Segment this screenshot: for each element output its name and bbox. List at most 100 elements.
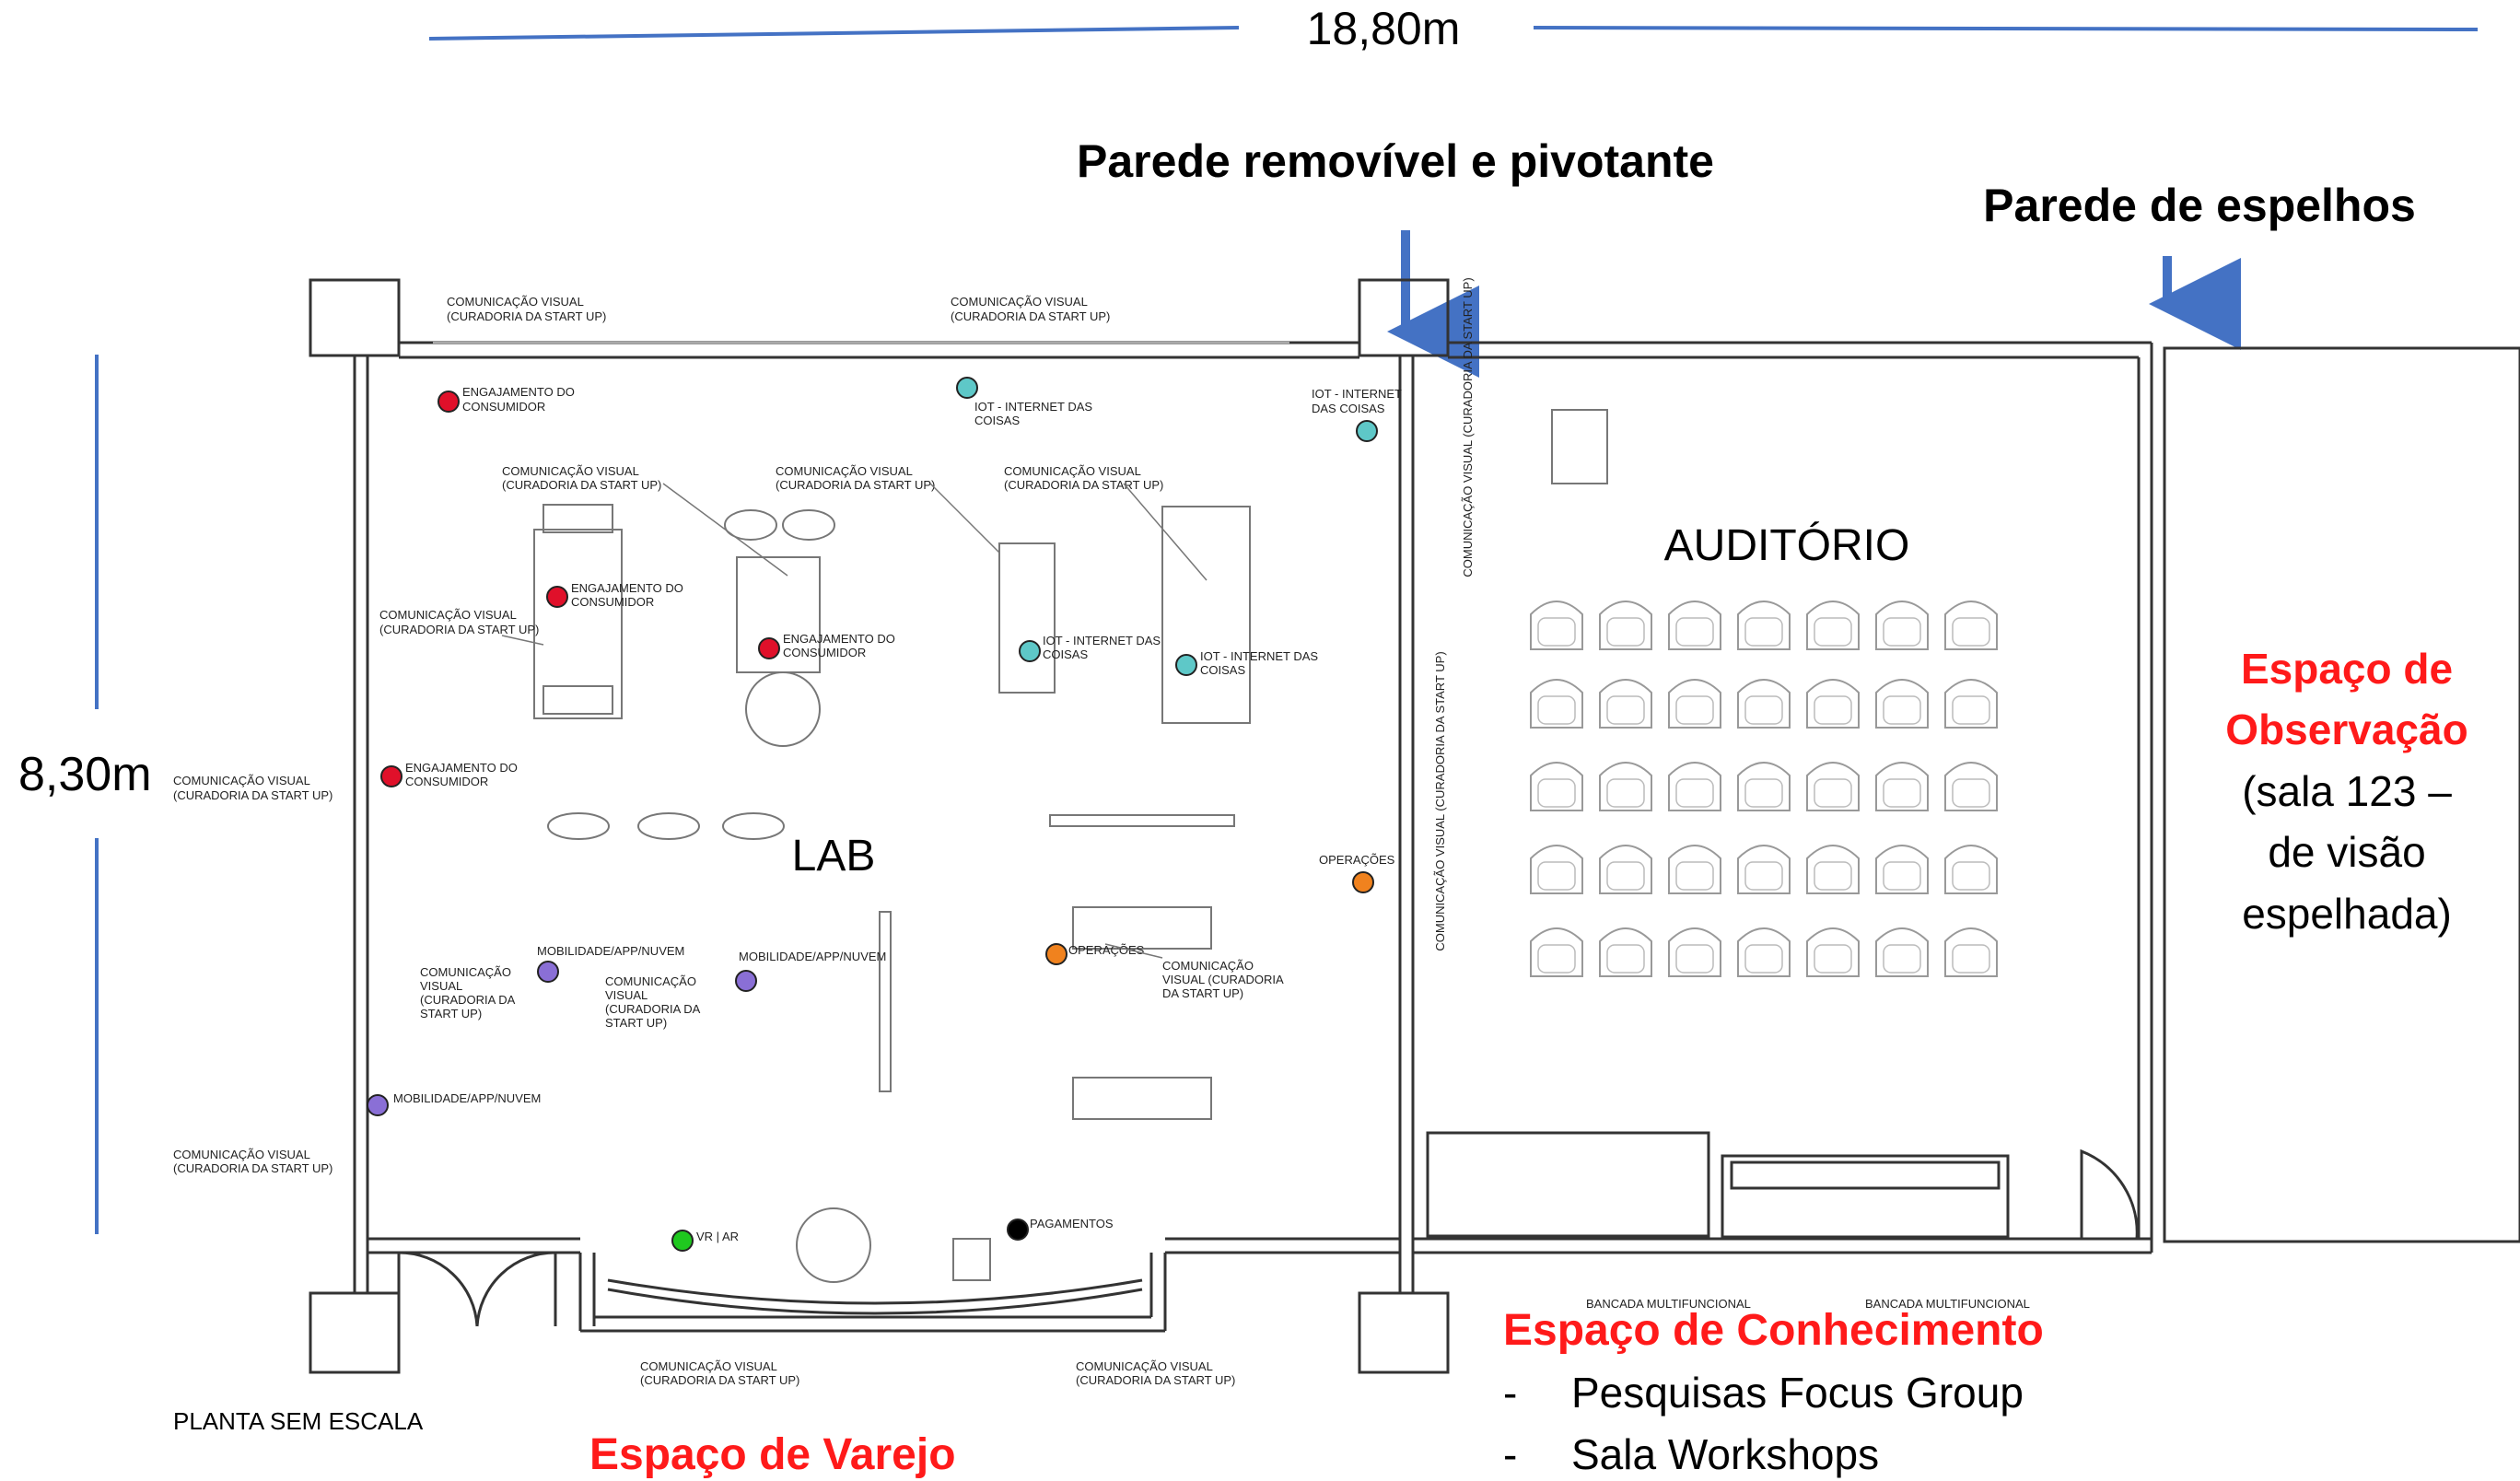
auditorium-chair-icon [1530,601,1583,650]
auditorium-chair-icon [1737,845,1791,894]
annotation-label: (CURADORIA DA START UP) [173,1161,332,1175]
auditorium-chair-icon [1875,762,1929,811]
annotation-label: MOBILIDADE/APP/NUVEM [393,1091,541,1105]
engajamento-marker-icon [758,637,780,659]
annotation-label: ENGAJAMENTO DO [462,385,575,399]
auditorium-chair-seat [1883,617,1921,647]
annotation-label: START UP) [420,1007,482,1020]
auditorium-chair-seat [1744,944,1783,974]
auditorium-chair-icon [1806,927,1860,977]
annotation-label: COMUNICAÇÃO VISUAL [1004,464,1141,478]
auditorium-chair-icon [1944,927,1998,977]
auditorium-chair-seat [1537,778,1576,808]
conhecimento-title: Espaço de Conhecimento [1503,1306,2044,1355]
annotation-label: ENGAJAMENTO DO [783,632,895,646]
conhecimento-bullet: - [1503,1430,1517,1478]
annotation-label: OPERAÇÕES [1068,943,1145,957]
observacao-title-line1: Espaço de [2241,645,2453,693]
annotation-label: (CURADORIA DA START UP) [1004,478,1163,492]
auditorium-chair-seat [1537,617,1576,647]
auditorium-chair-icon [1530,679,1583,729]
auditorium-chair-seat [1675,778,1714,808]
annotation-label: DA START UP) [1162,986,1243,1000]
removable-wall-callout: Parede removível e pivotante [1077,135,1714,378]
annotation-label: COMUNICAÇÃO VISUAL [1076,1359,1213,1373]
auditorium-chair-seat [1675,861,1714,891]
iot-marker-icon [1175,654,1197,676]
auditorium-chair-seat [1606,695,1645,725]
width-dimension: 18,80m [428,3,2479,54]
auditorium-chair-seat [1883,944,1921,974]
auditorium-seating [1530,601,1998,977]
annotation-label: COMUNICAÇÃO VISUAL [776,464,913,478]
auditorium-chair-seat [1814,695,1852,725]
annotation-label: (CURADORIA DA START UP) [776,478,935,492]
observacao-desc-line1: (sala 123 – [2242,767,2452,815]
annotation-label: COISAS [974,414,1020,427]
auditorium-chair-seat [1952,695,1990,725]
auditorium-chair-icon [1530,845,1583,894]
auditorium-chair-icon [1668,762,1721,811]
annotation-label: BANCADA MULTIFUNCIONAL [1865,1297,2030,1311]
auditorium-chair-seat [1883,861,1921,891]
auditorium-chair-seat [1744,778,1783,808]
auditorium-chair-seat [1537,944,1576,974]
annotation-label: MOBILIDADE/APP/NUVEM [739,950,886,963]
annotation-label: VR | AR [696,1230,739,1243]
auditorium-chair-seat [1606,778,1645,808]
auditorium-chair-seat [1883,695,1921,725]
annotation-label: COMUNICAÇÃO VISUAL [173,774,310,787]
auditorium-chair-icon [1530,927,1583,977]
auditorium-chair-seat [1537,861,1576,891]
annotation-label: COMUNICAÇÃO VISUAL [502,464,639,478]
auditorium-chair-icon [1737,601,1791,650]
annotation-label: COMUNICAÇÃO VISUAL [951,295,1088,309]
auditorium-chair-seat [1814,944,1852,974]
auditorium-chair-icon [1668,845,1721,894]
annotation-label-vertical: COMUNICAÇÃO VISUAL (CURADORIA DA START U… [1433,651,1447,950]
auditorium-chair-icon [1737,679,1791,729]
leader-lines [501,483,1208,959]
annotation-label: VISUAL [420,979,462,993]
auditorium-chair-seat [1606,944,1645,974]
auditorium-chair-icon [1944,762,1998,811]
auditorium-chair-seat [1883,778,1921,808]
auditorium-chair-seat [1952,617,1990,647]
auditorium-chair-icon [1737,927,1791,977]
engajamento-marker-icon [438,391,460,413]
annotation-label: COMUNICAÇÃO VISUAL [379,608,517,622]
annotation-label: (CURADORIA DA START UP) [173,788,332,802]
annotation-label: COMUNICAÇÃO [420,965,511,979]
auditorium-chair-seat [1606,861,1645,891]
auditorium-chair-seat [1675,944,1714,974]
auditorium-chair-seat [1744,617,1783,647]
observacao-space-label: Espaço de Observação (sala 123 – de visã… [2225,645,2468,938]
mirror-wall-callout: Parede de espelhos [1983,180,2416,350]
auditorium-chair-icon [1530,762,1583,811]
auditorium-chair-seat [1814,861,1852,891]
annotation-label: (CURADORIA DA START UP) [1076,1373,1235,1387]
small-annotations: COMUNICAÇÃO VISUAL (CURADORIA DA START U… [173,277,2030,1387]
height-dimension: 8,30m [18,355,152,1234]
vr-ar-marker-icon [671,1230,694,1252]
annotation-label: CONSUMIDOR [462,400,545,414]
annotation-label: BANCADA MULTIFUNCIONAL [1586,1297,1751,1311]
annotation-label: (CURADORIA DA [605,1002,701,1016]
auditorium-chair-icon [1668,927,1721,977]
width-dimension-label: 18,80m [1307,3,1461,54]
annotation-label: COISAS [1043,647,1088,661]
annotation-label-vertical: COMUNICAÇÃO VISUAL (CURADORIA DA START U… [1461,277,1475,577]
annotation-label: COMUNICAÇÃO VISUAL [447,295,584,309]
engajamento-marker-icon [546,586,568,608]
annotation-label: CONSUMIDOR [783,646,866,659]
auditorium-chair-seat [1952,778,1990,808]
auditorium-chair-icon [1875,601,1929,650]
annotation-label: IOT - INTERNET DAS [1200,649,1318,663]
auditorium-chair-seat [1744,861,1783,891]
operacoes-marker-icon [1352,871,1374,893]
conhecimento-item: Pesquisas Focus Group [1571,1369,2024,1417]
iot-marker-icon [956,377,978,399]
annotation-label: ENGAJAMENTO DO [571,581,683,595]
annotation-label: START UP) [605,1016,667,1030]
pagamentos-marker-icon [1007,1219,1029,1241]
